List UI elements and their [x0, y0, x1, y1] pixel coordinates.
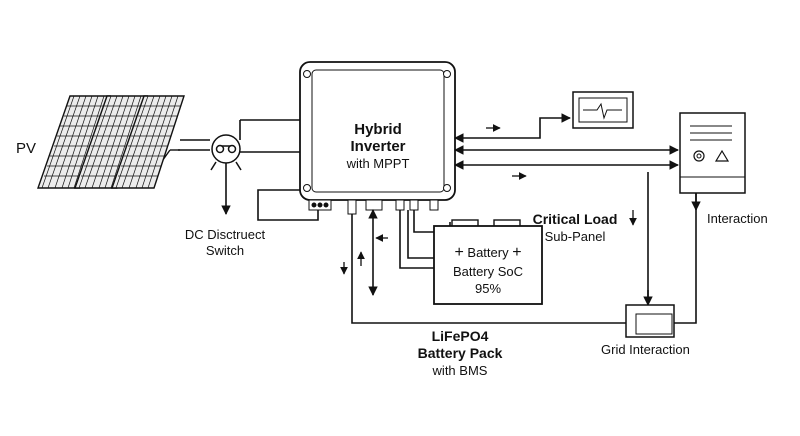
dc-switch-label-line2: Switch	[205, 243, 245, 258]
inverter-label-line3: with MPPT	[346, 156, 410, 171]
battery-icon	[433, 219, 543, 305]
critical-load-label-line1: Critical Load	[532, 211, 618, 227]
dc-switch-icon	[210, 134, 242, 171]
dc-switch-label: DC Disctruect Switch	[170, 227, 280, 259]
inverter-label-line2: Inverter	[350, 138, 406, 155]
dc-switch-to-inverter-wires	[221, 119, 319, 221]
battery-plus-right: +	[512, 244, 522, 261]
critical-load-label: Critical Load Sub-Panel	[520, 211, 630, 245]
inverter-label-line1: Hybrid	[354, 121, 402, 138]
battery-soc-label: Battery SoC	[452, 264, 524, 279]
lifepo4-label-line3: with BMS	[432, 363, 488, 378]
battery-label-row: + Battery +	[436, 244, 540, 262]
grid-wires	[351, 172, 701, 324]
critical-load-label-line2: Sub-Panel	[544, 229, 606, 244]
dc-switch-label-line1: DC Disctruect	[184, 227, 266, 242]
battery-soc-value: 95%	[474, 281, 502, 296]
interaction-label: Interaction	[707, 211, 768, 226]
lifepo4-label: LiFePO4 Battery Pack with BMS	[400, 328, 520, 379]
load-panel-icon	[679, 112, 746, 194]
lifepo4-label-line2: Battery Pack	[417, 345, 503, 361]
lifepo4-label-line1: LiFePO4	[431, 328, 489, 344]
grid-box-icon	[625, 304, 675, 338]
inverter-ac-wires	[454, 113, 679, 170]
battery-plus-left: +	[454, 244, 464, 261]
inverter-label: Hybrid Inverter with MPPT	[318, 121, 438, 172]
pv-label: PV	[16, 140, 37, 157]
battery-label: Battery	[467, 245, 509, 260]
solar-panel-icon	[37, 95, 185, 189]
meter-icon	[572, 91, 634, 129]
hybrid-inverter-icon	[299, 61, 456, 215]
pv-wires	[178, 139, 210, 151]
grid-interaction-label: Grid Interaction	[601, 342, 690, 357]
flow-arrows	[340, 124, 637, 275]
